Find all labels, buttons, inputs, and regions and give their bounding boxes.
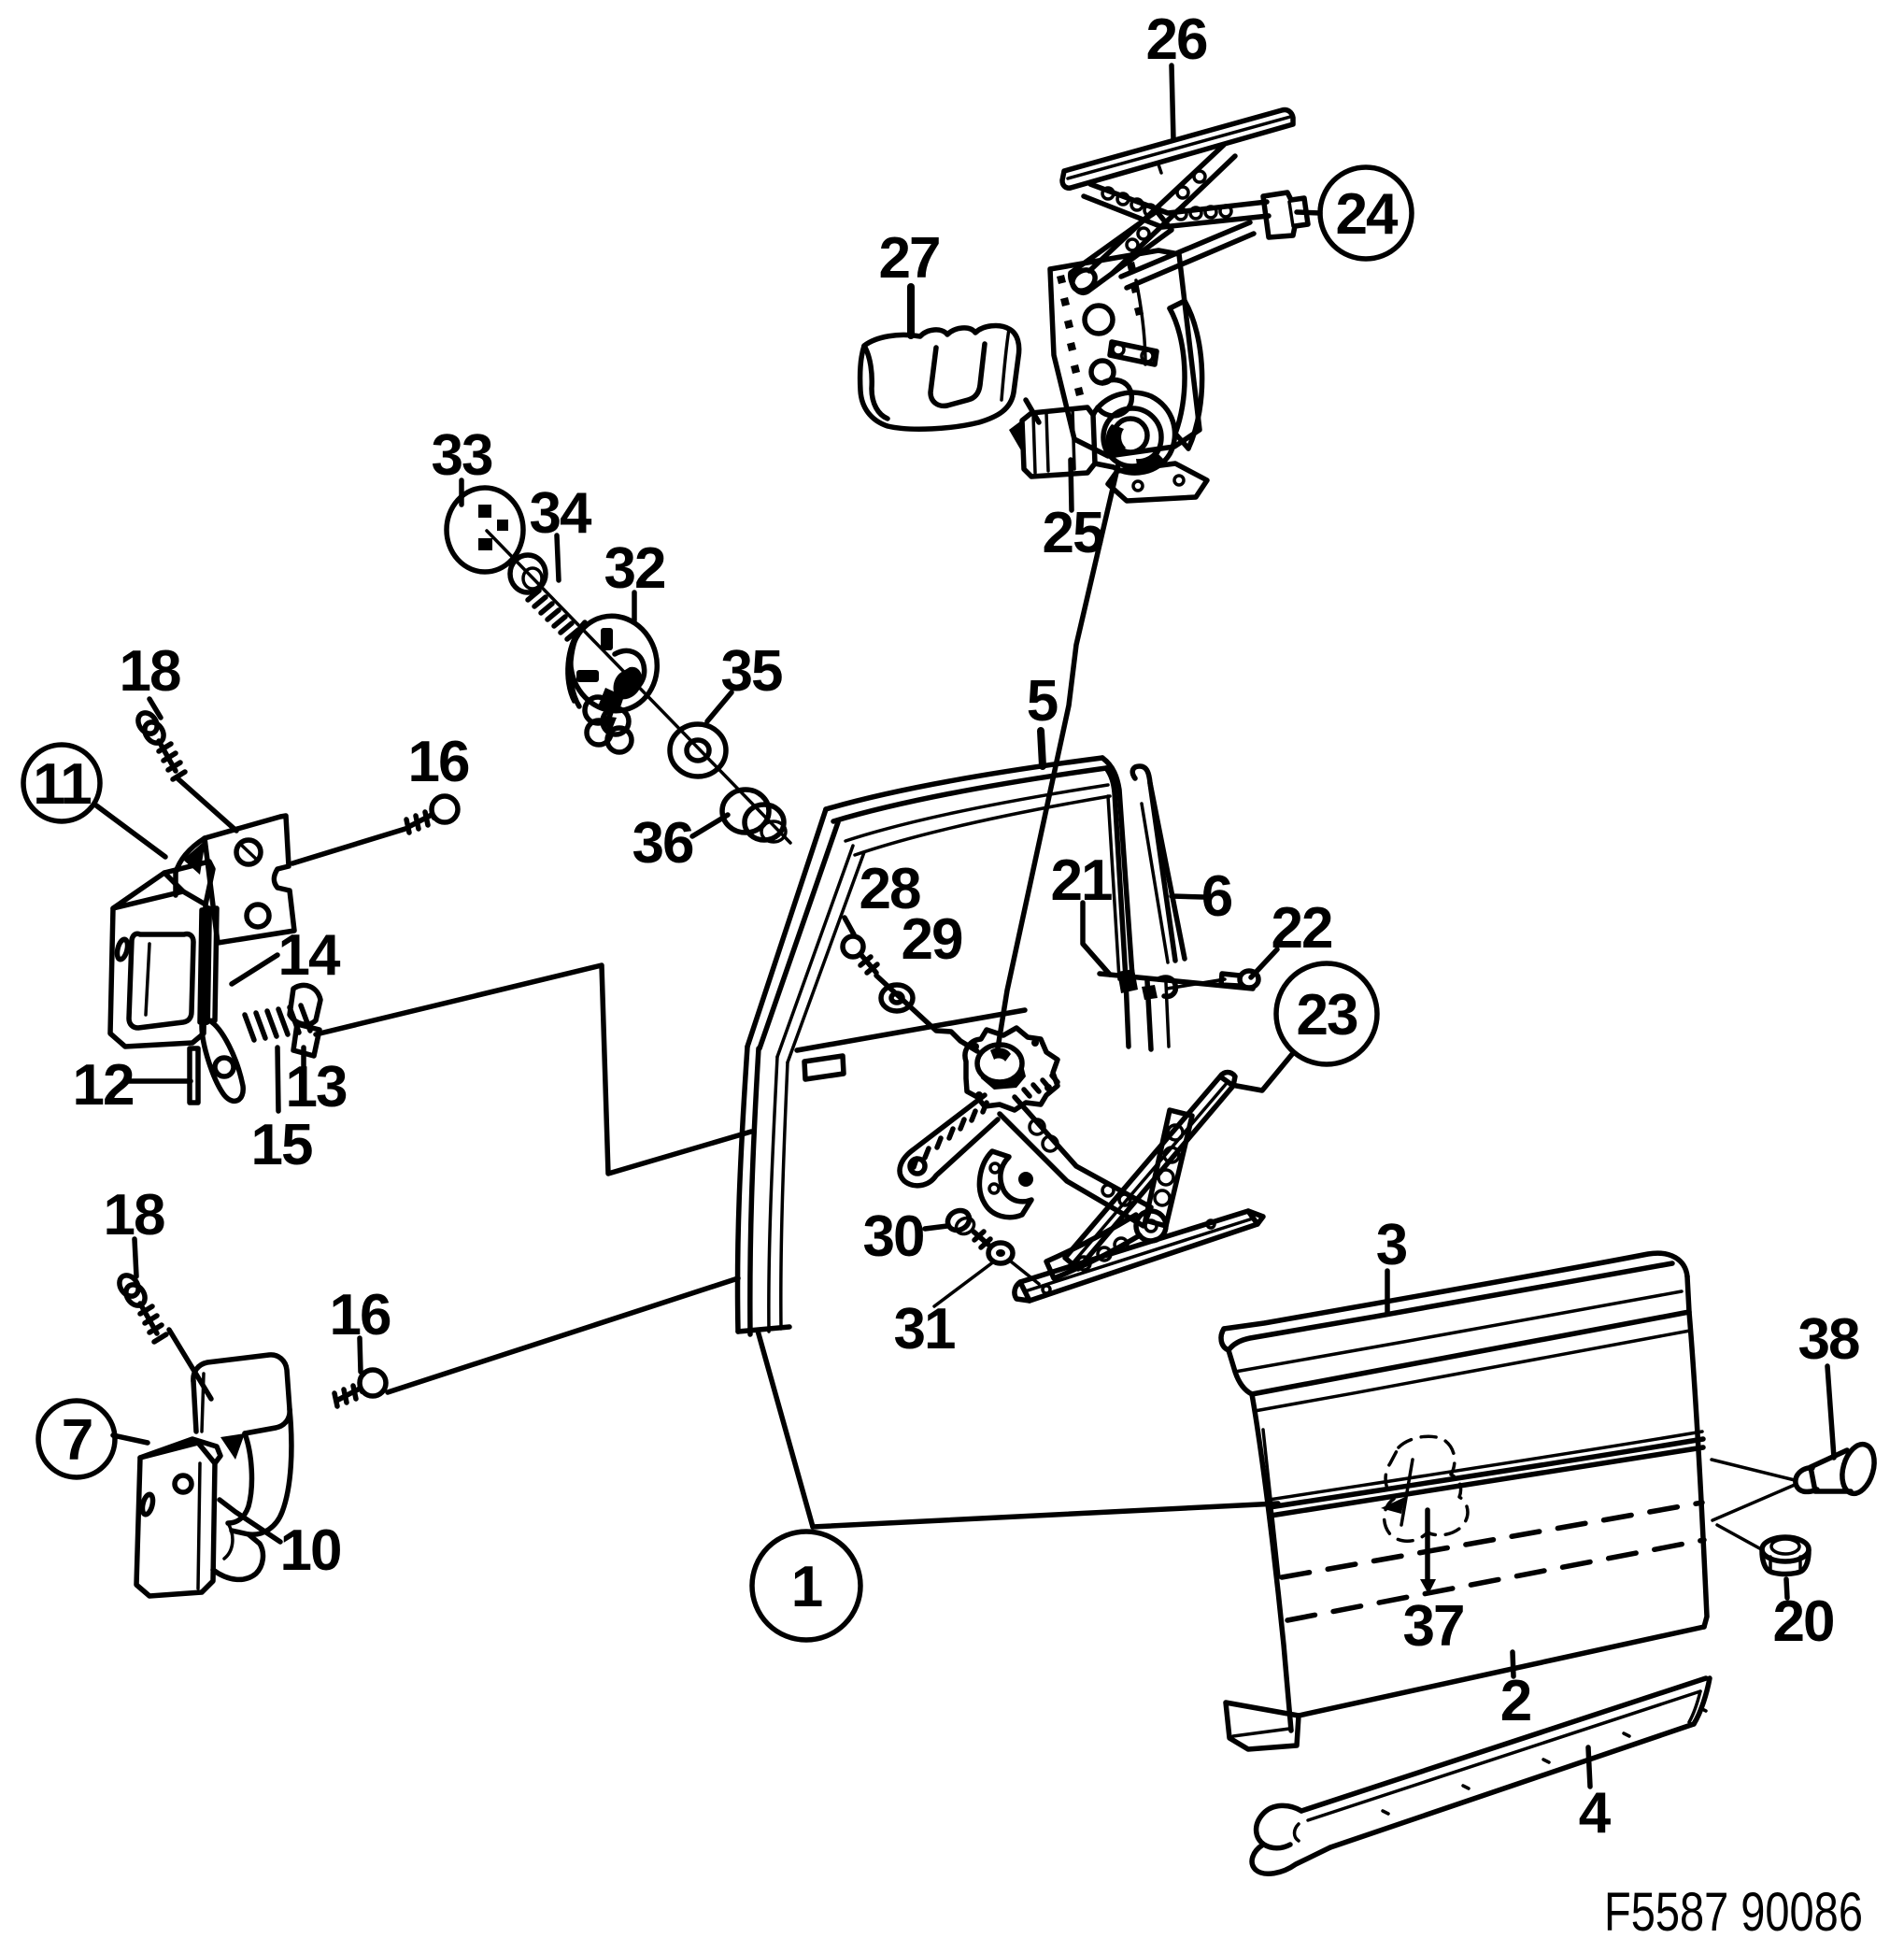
- svg-text:7: 7: [62, 1408, 92, 1473]
- svg-text:29: 29: [902, 907, 962, 972]
- svg-text:36: 36: [632, 811, 693, 876]
- svg-text:4: 4: [1579, 1781, 1612, 1845]
- svg-text:32: 32: [604, 536, 665, 601]
- svg-text:38: 38: [1798, 1307, 1859, 1372]
- svg-text:18: 18: [120, 639, 180, 704]
- svg-text:15: 15: [251, 1113, 312, 1177]
- svg-text:28: 28: [860, 857, 920, 921]
- svg-text:10: 10: [280, 1518, 341, 1583]
- svg-text:37: 37: [1403, 1594, 1464, 1659]
- svg-text:26: 26: [1146, 7, 1207, 72]
- svg-text:12: 12: [73, 1053, 134, 1118]
- svg-text:21: 21: [1051, 848, 1112, 913]
- svg-text:22: 22: [1272, 896, 1332, 961]
- svg-text:20: 20: [1773, 1589, 1834, 1654]
- svg-text:16: 16: [408, 730, 469, 794]
- svg-text:2: 2: [1500, 1669, 1530, 1733]
- svg-text:35: 35: [721, 639, 782, 704]
- svg-text:6: 6: [1201, 864, 1232, 929]
- svg-text:24: 24: [1336, 182, 1399, 247]
- svg-text:25: 25: [1043, 501, 1103, 565]
- svg-text:1: 1: [791, 1555, 822, 1619]
- svg-text:34: 34: [530, 481, 592, 546]
- svg-text:3: 3: [1376, 1213, 1407, 1277]
- svg-text:30: 30: [863, 1204, 924, 1269]
- svg-text:31: 31: [894, 1297, 955, 1361]
- svg-text:5: 5: [1027, 669, 1058, 734]
- svg-text:13: 13: [286, 1055, 347, 1119]
- svg-text:11: 11: [33, 752, 91, 817]
- svg-text:16: 16: [330, 1283, 391, 1347]
- svg-text:23: 23: [1297, 983, 1357, 1047]
- svg-text:14: 14: [278, 923, 341, 988]
- svg-text:F5587 90086: F5587 90086: [1604, 1882, 1863, 1938]
- svg-text:18: 18: [104, 1183, 164, 1247]
- svg-text:33: 33: [432, 423, 492, 488]
- svg-text:27: 27: [879, 226, 940, 291]
